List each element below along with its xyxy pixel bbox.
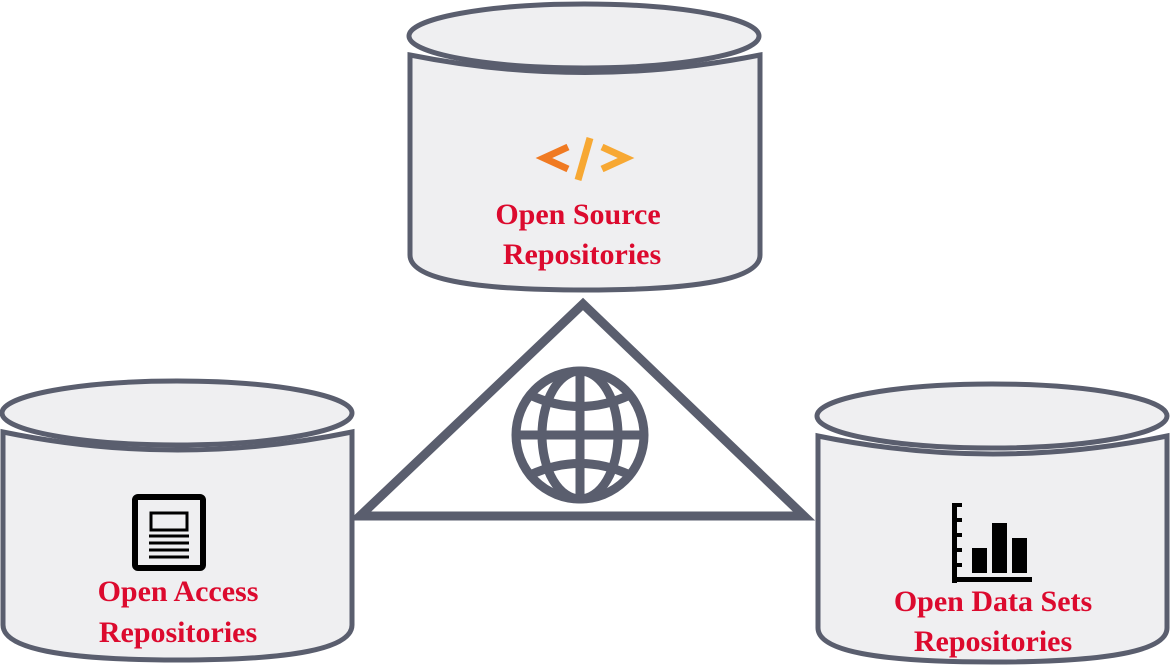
open-access-label-line1: Open Access — [98, 575, 259, 608]
cylinder-open-data: Open Data Sets Repositories — [814, 381, 1170, 665]
bar-chart-icon — [952, 503, 1032, 583]
cylinder-open-source: Open Source Repositories — [406, 1, 763, 293]
open-data-label-line1: Open Data Sets — [894, 585, 1092, 618]
open-source-label-line1: Open Source — [495, 198, 660, 231]
globe-icon — [511, 366, 649, 504]
cylinder-lid — [406, 1, 762, 71]
web-triangle — [348, 297, 816, 521]
cylinder-body — [407, 51, 763, 293]
open-access-label-line2: Repositories — [99, 616, 257, 649]
open-data-label-line2: Repositories — [914, 625, 1072, 658]
document-icon — [132, 494, 206, 571]
open-source-label-line2: Repositories — [503, 238, 661, 271]
code-icon — [535, 137, 635, 181]
cylinder-open-access: Open Access Repositories — [0, 378, 355, 663]
cylinder-lid — [814, 381, 1170, 451]
cylinder-lid — [0, 378, 355, 448]
